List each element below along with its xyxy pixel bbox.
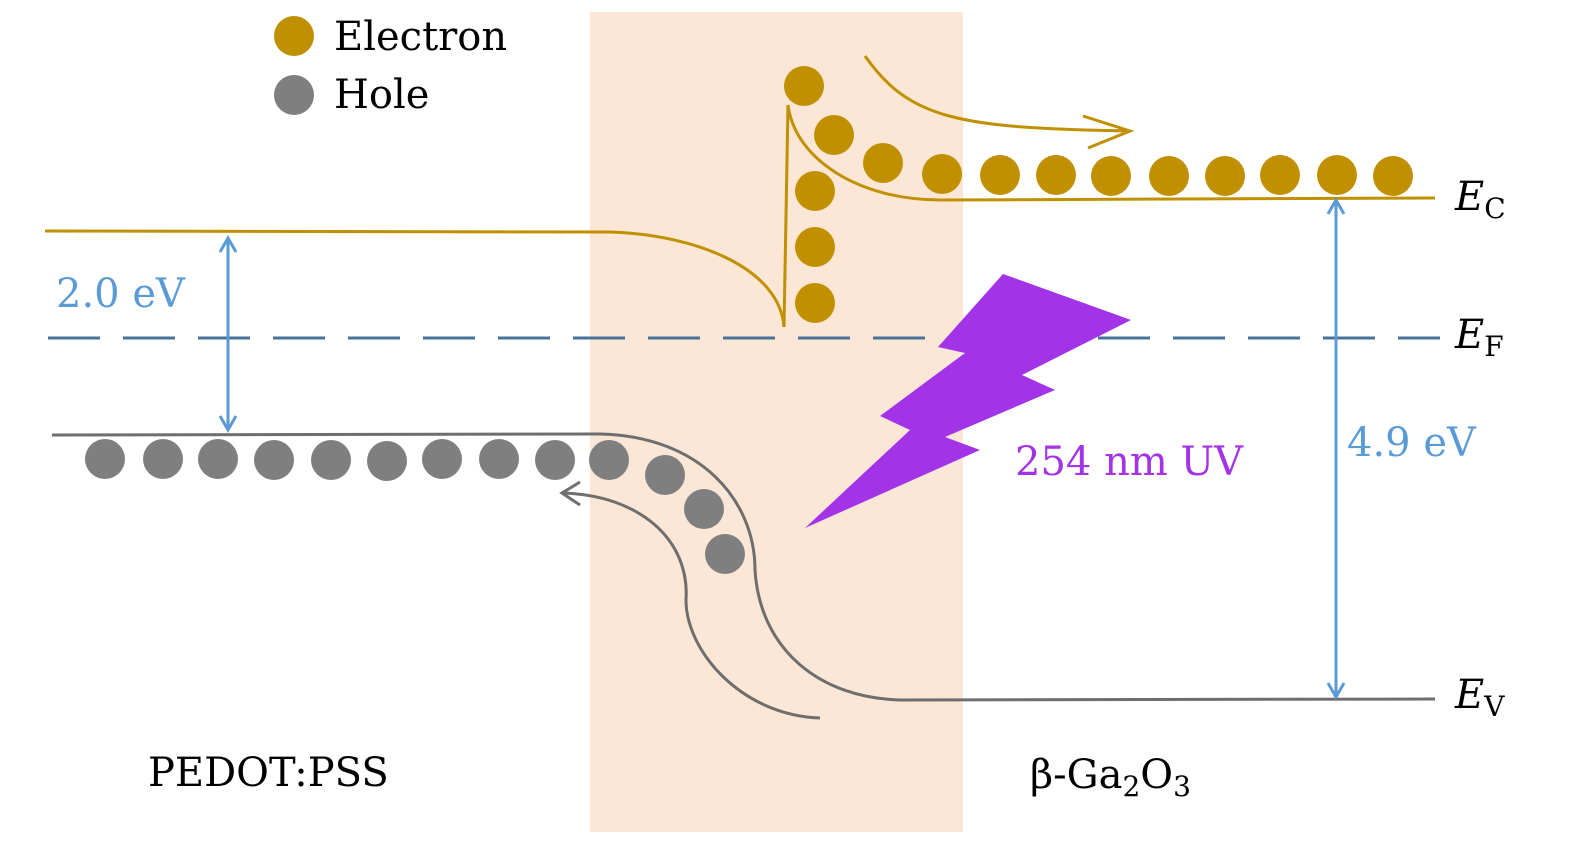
gap-arrow-left	[218, 234, 238, 434]
ef-label: EF	[1454, 312, 1504, 363]
electron	[1149, 156, 1189, 196]
legend-electron-label: Electron	[334, 14, 507, 60]
hole	[535, 440, 575, 480]
gap-label-left: 2.0 eV	[56, 271, 186, 317]
electron	[1373, 156, 1413, 196]
holes	[85, 439, 745, 574]
electron-flow-arrow	[863, 55, 1135, 150]
electron	[922, 154, 962, 194]
electron	[980, 155, 1020, 195]
legend-electron-icon	[274, 16, 314, 56]
hole	[143, 439, 183, 479]
hole	[85, 439, 125, 479]
hole	[254, 440, 294, 480]
electron	[1260, 155, 1300, 195]
hole	[479, 439, 519, 479]
uv-lightning-icon	[805, 274, 1131, 528]
electron	[795, 283, 835, 323]
hole	[367, 441, 407, 481]
electron	[784, 66, 824, 106]
conduction-band-right	[782, 104, 1436, 328]
gap-label-right: 4.9 eV	[1347, 420, 1477, 466]
hole	[198, 439, 238, 479]
electron	[1036, 155, 1076, 195]
left-material-label: PEDOT:PSS	[148, 750, 389, 796]
electron	[1091, 156, 1131, 196]
electrons	[784, 66, 1413, 323]
conduction-band-left	[44, 229, 786, 328]
electron	[795, 227, 835, 267]
legend-hole-label: Hole	[334, 72, 429, 118]
hole	[684, 489, 724, 529]
ev-label: EV	[1454, 672, 1505, 723]
hole	[311, 440, 351, 480]
hole-flow-arrow	[559, 480, 821, 720]
electron	[1205, 156, 1245, 196]
hole	[589, 440, 629, 480]
electron	[795, 171, 835, 211]
hole	[645, 455, 685, 495]
uv-label: 254 nm UV	[1015, 439, 1244, 485]
gap-arrow-right	[1326, 196, 1346, 701]
electron	[814, 115, 854, 155]
electron	[863, 143, 903, 183]
electron	[1317, 155, 1357, 195]
right-material-label: β-Ga2O3	[1030, 752, 1191, 803]
legend-hole-icon	[274, 75, 314, 115]
hole	[705, 534, 745, 574]
hole	[422, 439, 462, 479]
valence-band	[51, 432, 1436, 702]
ec-label: EC	[1454, 174, 1506, 225]
